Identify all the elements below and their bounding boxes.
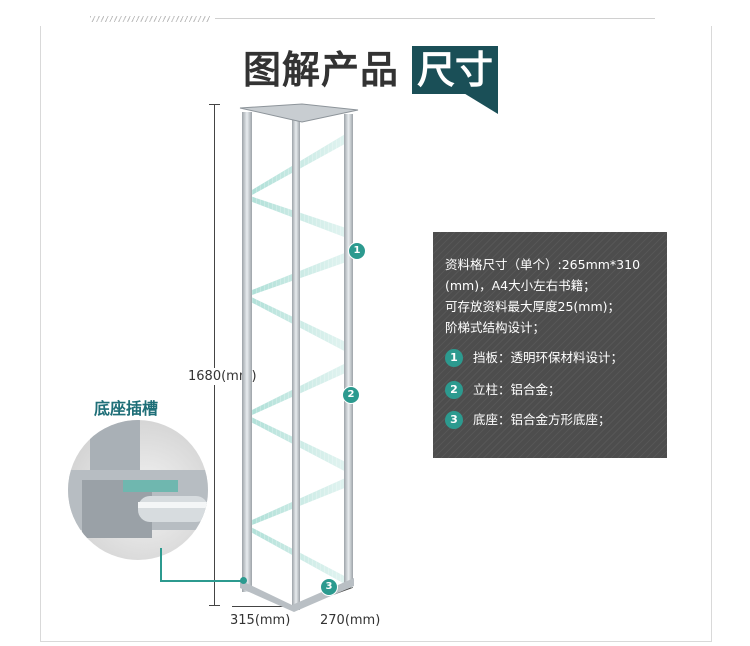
top-divider	[215, 18, 655, 19]
spec-item-text: 挡板：透明环保材料设计；	[473, 350, 624, 365]
spec-item-1: 1 挡板：透明环保材料设计；	[445, 348, 623, 368]
rack-marker-3: 3	[320, 578, 338, 596]
leader-line-vertical	[160, 548, 162, 582]
spec-line: 可存放资料最大厚度25(mm)；	[445, 299, 621, 314]
height-dimension-line	[209, 104, 220, 606]
base-slot-detail-image	[68, 420, 208, 560]
spec-item-text: 立柱：铝合金；	[473, 382, 561, 397]
page-title: 图解产品	[243, 48, 400, 92]
width-dimension-label: 315(mm)	[230, 613, 291, 628]
height-dimension-label: 1680(mm)	[186, 368, 259, 385]
rack-marker-2: 2	[342, 386, 360, 404]
spec-item-text: 底座：铝合金方形底座；	[473, 412, 611, 427]
content-frame	[40, 26, 712, 642]
leader-line-horizontal	[160, 580, 244, 582]
spec-item-3: 3 底座：铝合金方形底座；	[445, 410, 611, 430]
title-tag: 尺寸	[412, 46, 498, 94]
rack-marker-1: 1	[348, 242, 366, 260]
spec-item-number: 3	[445, 411, 463, 429]
leader-dot	[240, 577, 247, 584]
depth-dimension-label: 270(mm)	[320, 613, 381, 628]
spec-info-panel: 资料格尺寸（单个）:265mm*310 (mm)，A4大小左右书籍； 可存放资料…	[433, 232, 667, 458]
base-slot-title: 底座插槽	[94, 399, 159, 418]
decorative-stripes	[90, 16, 210, 22]
title-tag-tail	[462, 92, 498, 114]
spec-line: 资料格尺寸（单个）:265mm*310	[445, 257, 641, 272]
width-dimension-line	[232, 606, 298, 607]
spec-item-2: 2 立柱：铝合金；	[445, 380, 561, 400]
spec-description: 资料格尺寸（单个）:265mm*310 (mm)，A4大小左右书籍； 可存放资料…	[445, 254, 663, 338]
spec-item-number: 2	[445, 381, 463, 399]
spec-item-number: 1	[445, 349, 463, 367]
product-rack-image	[239, 103, 359, 612]
aluminium-frame	[239, 103, 359, 612]
spec-line: (mm)，A4大小左右书籍；	[445, 278, 596, 293]
spec-line: 阶梯式结构设计；	[445, 320, 546, 335]
